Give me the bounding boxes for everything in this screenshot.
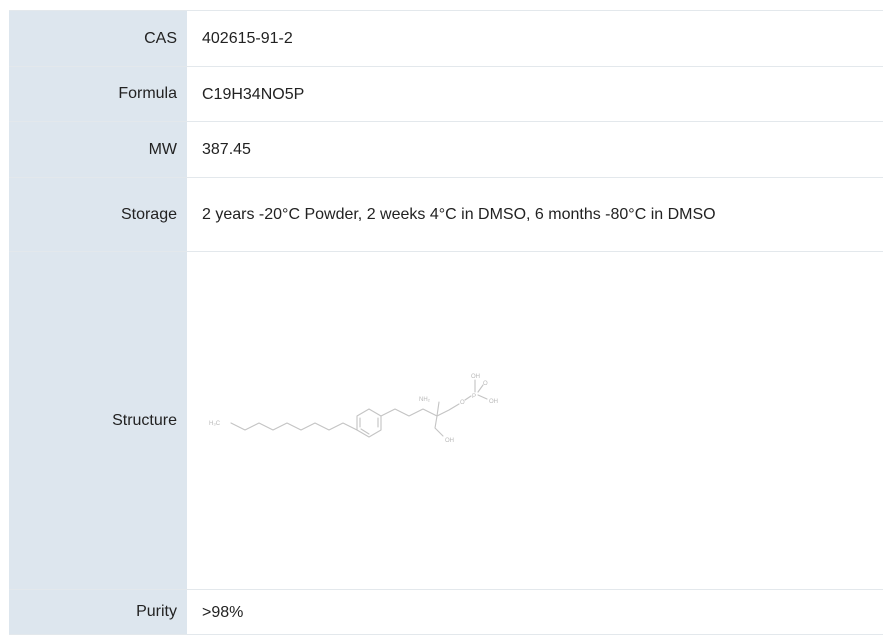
formula-label: Formula	[9, 67, 187, 121]
row-formula: Formula C19H34NO5P	[9, 67, 883, 122]
structure-label: Structure	[9, 252, 187, 589]
purity-label: Purity	[9, 590, 187, 634]
chemical-structure-image: H₃C NH₂ OH O P OH O OH	[209, 374, 498, 444]
structure-cell: H₃C NH₂ OH O P OH O OH	[187, 252, 883, 589]
mw-value: 387.45	[187, 122, 883, 177]
storage-value-cell: 2 years -20°C Powder, 2 weeks 4°C in DMS…	[187, 178, 883, 251]
svg-text:H₃C: H₃C	[209, 421, 221, 427]
svg-text:O: O	[483, 381, 488, 387]
cas-label: CAS	[9, 11, 187, 66]
product-spec-table: CAS 402615-91-2 Formula C19H34NO5P MW 38…	[9, 10, 883, 635]
storage-value: 2 years -20°C Powder, 2 weeks 4°C in DMS…	[202, 206, 716, 223]
cas-value: 402615-91-2	[187, 11, 883, 66]
svg-text:NH₂: NH₂	[419, 397, 431, 403]
purity-value: >98%	[187, 590, 883, 634]
formula-value: C19H34NO5P	[187, 67, 883, 121]
row-purity: Purity >98%	[9, 590, 883, 635]
row-storage: Storage 2 years -20°C Powder, 2 weeks 4°…	[9, 178, 883, 252]
svg-text:OH: OH	[489, 399, 498, 405]
row-mw: MW 387.45	[9, 122, 883, 178]
row-structure: Structure	[9, 252, 883, 590]
svg-text:O: O	[460, 400, 465, 406]
row-cas: CAS 402615-91-2	[9, 10, 883, 67]
svg-text:OH: OH	[471, 374, 480, 380]
svg-text:OH: OH	[445, 438, 454, 444]
mw-label: MW	[9, 122, 187, 177]
svg-text:P: P	[472, 394, 476, 400]
storage-label: Storage	[9, 178, 187, 251]
